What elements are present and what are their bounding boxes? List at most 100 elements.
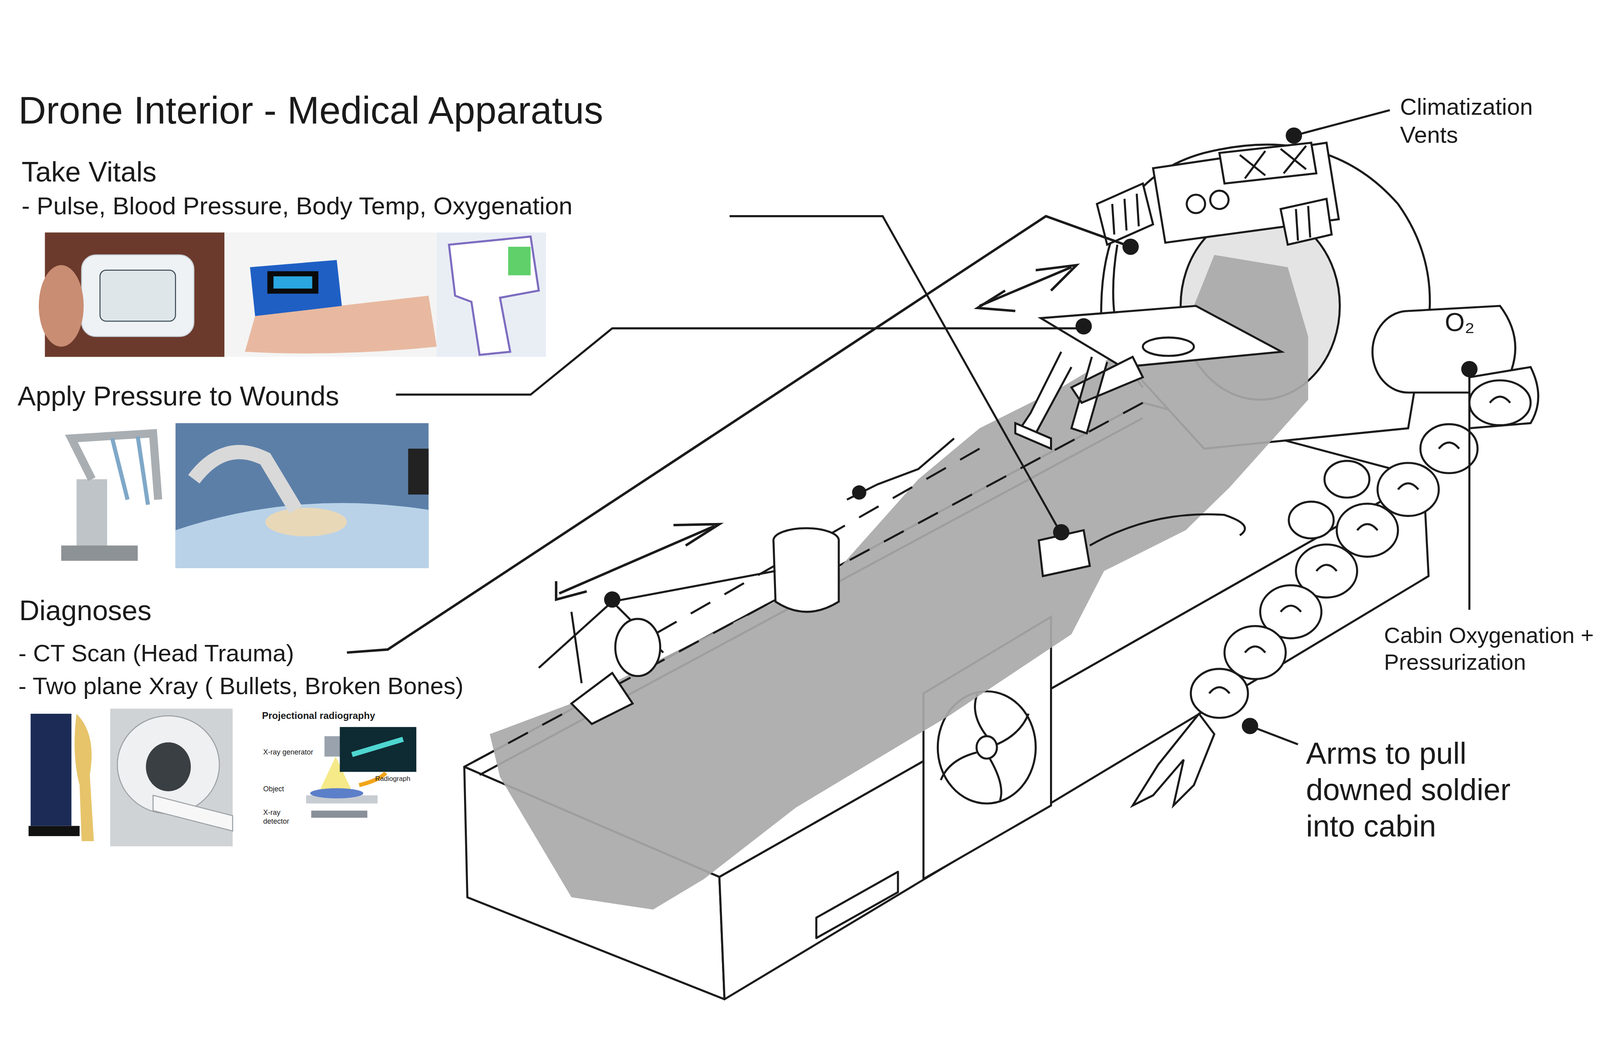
sketch-ellipse [1142, 337, 1194, 356]
sketch-rect [22, 708, 102, 847]
sketch-path [1015, 423, 1051, 449]
sketch-ellipse [265, 508, 347, 537]
sketch-rect [436, 232, 546, 357]
sketch-path [559, 526, 715, 594]
photo-oximeter [224, 232, 437, 357]
photo-label: Object [263, 785, 284, 794]
sketch-rect [81, 255, 194, 337]
sketch-ellipse [1336, 504, 1398, 558]
photo-label: X-ray generator [263, 748, 314, 758]
sketch-path [1040, 306, 1282, 368]
sketch-circle [1461, 361, 1478, 378]
sketch-path [538, 602, 613, 669]
photo-thermometer [436, 232, 546, 357]
sketch-path [396, 328, 1082, 395]
section-heading: Diagnoses [19, 594, 152, 628]
photo-label: X-ray detector [263, 808, 296, 826]
sketch-rect [311, 810, 368, 818]
sketch-circle [1122, 238, 1139, 256]
sketch-path [153, 795, 233, 832]
sketch-rect [267, 271, 319, 294]
section-note: - Pulse, Blood Pressure, Body Temp, Oxyg… [21, 191, 573, 221]
part-marking: O₂ [1444, 307, 1475, 338]
sketch-ellipse [310, 788, 364, 799]
sketch-ellipse [1469, 380, 1531, 426]
sketch-path [1132, 714, 1215, 806]
section-note: - Two plane Xray ( Bullets, Broken Bones… [18, 672, 464, 701]
sketch-rect [110, 708, 233, 847]
sketch-path [773, 540, 839, 613]
callout-label: Cabin Oxygenation + Pressurization [1384, 622, 1596, 676]
sketch-path [1112, 194, 1139, 235]
hidden-edges [464, 402, 1143, 767]
sketch-ellipse [1190, 669, 1248, 718]
sketch-rect [61, 545, 138, 561]
vitals-device [1038, 514, 1245, 577]
sketch-path [729, 216, 1060, 531]
section-heading: Take Vitals [21, 155, 157, 189]
photo-xray-kiosk [22, 708, 102, 847]
sketch-path [1020, 352, 1143, 434]
sketch-path [1096, 183, 1153, 245]
sketch-ellipse [615, 619, 660, 677]
sketch-rect [508, 246, 531, 276]
sketch-rect [273, 276, 313, 289]
sketch-path [1280, 198, 1332, 245]
sketch-path [464, 402, 1143, 767]
sketch-ellipse [1288, 502, 1334, 539]
sketch-circle [852, 485, 867, 500]
sketch-circle [1053, 524, 1070, 541]
sketch-circle [1210, 190, 1229, 210]
sketch-rect [234, 708, 419, 847]
sketch-path [622, 448, 980, 653]
sketch-path [673, 524, 720, 546]
sketch-path [1219, 142, 1316, 184]
sketch-path [1294, 110, 1390, 136]
photo-label: Radiograph [375, 775, 411, 784]
sketch-path [556, 581, 587, 600]
sketch-circle [1242, 718, 1259, 735]
motion-arrows [556, 265, 1077, 600]
sketch-path [571, 612, 582, 684]
sketch-ellipse [976, 736, 997, 759]
sketch-path [846, 438, 954, 500]
sketch-ellipse [1377, 463, 1439, 517]
sketch-path [979, 267, 1072, 306]
patient-silhouette [489, 255, 1308, 910]
sketch-path [250, 260, 342, 316]
sketch-rect [100, 270, 176, 322]
diagram-title: Drone Interior - Medical Apparatus [18, 87, 604, 134]
sketch-rect [44, 423, 174, 568]
sketch-path [175, 503, 429, 568]
sketch-path [1239, 146, 1306, 179]
sketch-circle [1075, 318, 1092, 335]
sketch-path [112, 436, 148, 505]
sketch-rect [30, 714, 72, 827]
sketch-path [977, 290, 1016, 312]
sketch-rect [76, 479, 108, 552]
section-note: - CT Scan (Head Trauma) [18, 639, 294, 668]
callout-dots [604, 127, 1478, 735]
sketch-path [352, 739, 404, 755]
sketch-path [74, 714, 94, 842]
sketch-path [1468, 369, 1471, 610]
sketch-rect [224, 232, 437, 357]
sketch-path [1296, 206, 1311, 241]
sketch-rect [175, 423, 429, 568]
section-heading: Apply Pressure to Wounds [17, 380, 340, 413]
sketch-path [194, 452, 296, 511]
sketch-ellipse [1324, 461, 1370, 498]
sketch-path [346, 216, 1131, 653]
sketch-circle [1186, 194, 1206, 214]
photo-caption: Projectional radiography [262, 710, 376, 722]
sketch-rect [408, 448, 429, 495]
xray-arm [571, 438, 955, 725]
sketch-rect [339, 727, 416, 772]
photo-bp-monitor [38, 232, 225, 357]
sketch-circle [1285, 127, 1302, 144]
oxygen-tank [1372, 306, 1539, 429]
photo-robot-arm-patient [175, 423, 429, 568]
callout-label: Arms to pull downed soldier into cabin [1306, 735, 1546, 845]
